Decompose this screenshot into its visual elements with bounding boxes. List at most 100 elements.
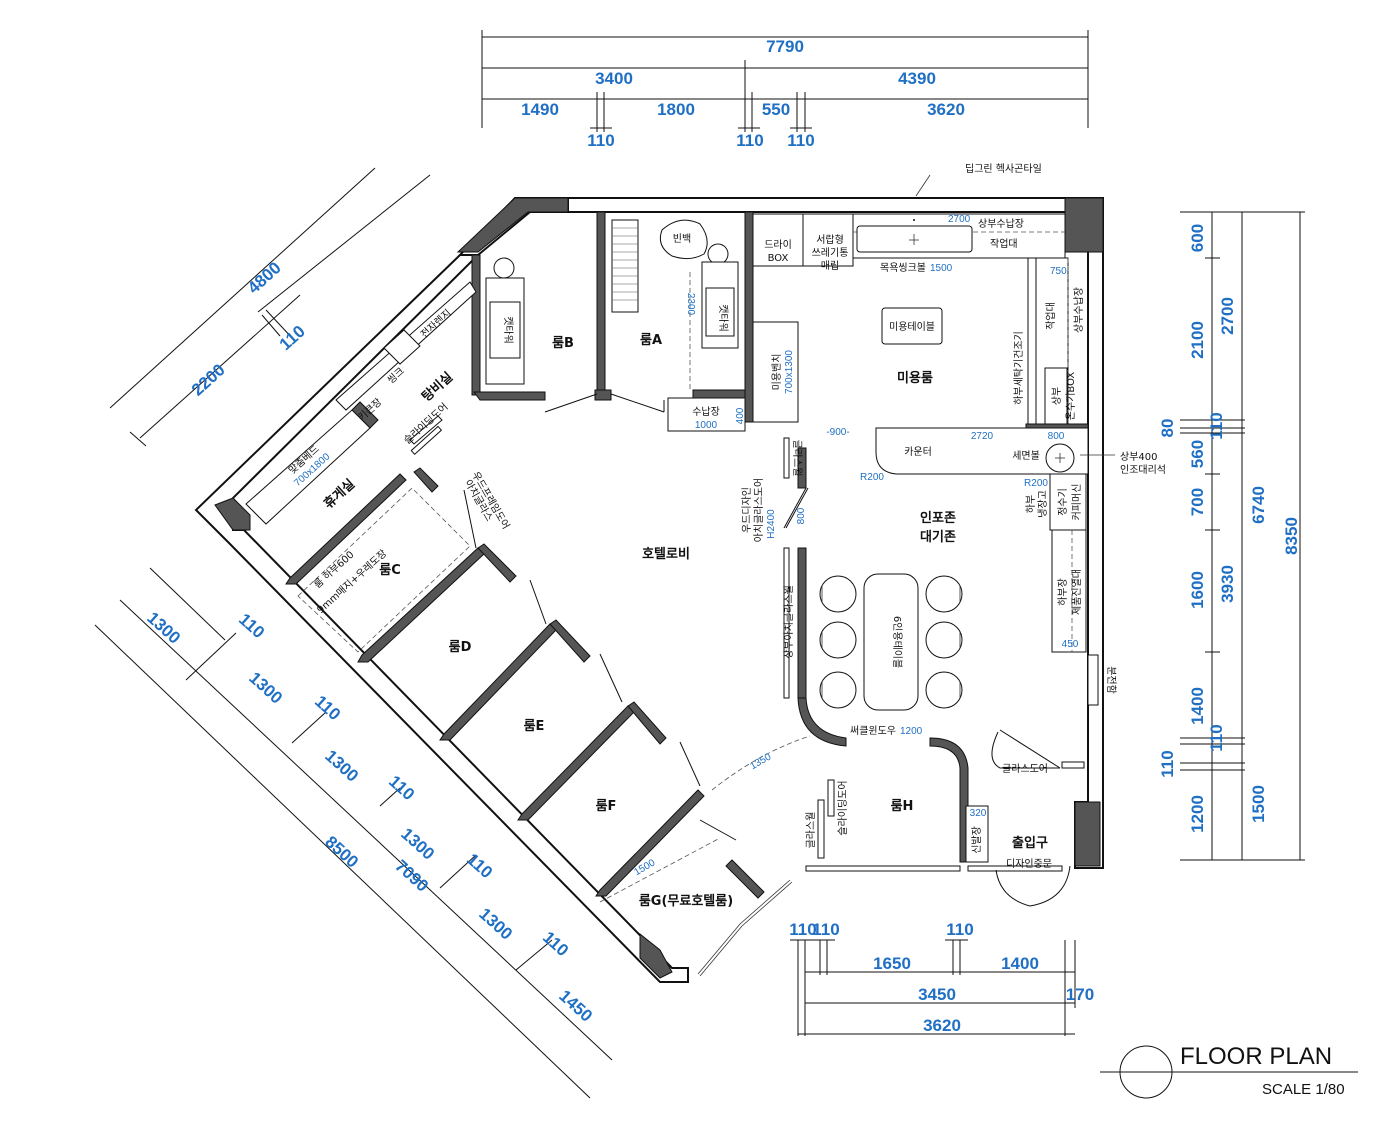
counter-furniture — [819, 427, 1099, 711]
label-cat-tower-b: 캣타워 — [502, 316, 515, 344]
dim-right-110a: 110 — [1158, 750, 1177, 777]
dim-right-8350: 8350 — [1282, 517, 1301, 555]
label-marble-1: 상부400 — [1120, 451, 1158, 463]
dim-top-b: 1800 — [657, 100, 695, 119]
interior-walls — [285, 211, 1089, 899]
dim-bottom-3450: 3450 — [918, 985, 956, 1004]
label-lobby: 호텔로비 — [642, 547, 690, 562]
dim-right-110b: 110 — [1207, 412, 1226, 439]
label-room-b: 룸B — [552, 335, 574, 351]
dim-right-6740: 6740 — [1249, 486, 1268, 524]
dim-right-1500: 1500 — [1249, 785, 1268, 823]
label-info-zone: 인포존 — [920, 510, 956, 526]
dim-ll-110c: 110 — [385, 772, 418, 804]
dim-top-e: 110 — [587, 131, 614, 150]
label-beanbag: 빈백 — [673, 233, 691, 245]
label-counter: 카운터 — [904, 446, 932, 458]
label-upper-storage-v: 상부수납장 — [1073, 287, 1085, 333]
label-dim-1350: 1350 — [748, 751, 773, 772]
dim-top-g: 110 — [787, 131, 814, 150]
label-dim-2300: 2300 — [685, 293, 696, 316]
label-room-d: 룸D — [449, 639, 472, 655]
dim-top-a: 1490 — [521, 100, 559, 119]
dim-ll-110e: 110 — [539, 928, 572, 960]
beauty-room-furniture — [667, 213, 1069, 432]
dim-bottom-110b: 110 — [812, 920, 839, 939]
label-beauty-bench-1: 미용벤치 — [771, 354, 783, 391]
dim-right-1200: 1200 — [1188, 795, 1207, 833]
dim-right-1400: 1400 — [1188, 687, 1207, 725]
exterior-walls — [194, 197, 1104, 983]
dim-ll-1450: 1450 — [555, 986, 596, 1025]
title-block: FLOOR PLAN SCALE 1/80 — [1100, 1043, 1358, 1099]
label-drawer-1: 서랍형 — [816, 233, 844, 246]
dim-right-2700: 2700 — [1218, 297, 1237, 335]
label-upper-box-2: 온수기BOX — [1065, 372, 1077, 421]
label-dim-800b: 800 — [796, 507, 807, 524]
label-circle-window-dim: 1200 — [900, 726, 923, 737]
label-shoe-2: 320 — [970, 808, 987, 819]
label-dim-450: 450 — [1062, 639, 1079, 650]
pantry-furniture — [245, 281, 477, 525]
label-waiting-zone: 대기존 — [920, 530, 956, 545]
dim-right-700: 700 — [1188, 488, 1207, 516]
dim-right-1600: 1600 — [1188, 571, 1207, 609]
dim-ll-8500: 8500 — [321, 832, 362, 871]
dim-ll-110b: 110 — [311, 692, 344, 724]
dim-bottom-110c: 110 — [946, 920, 973, 939]
label-dim-400: 400 — [735, 407, 746, 424]
dim-ll-1300b: 1300 — [245, 668, 286, 707]
label-room-a: 룸A — [640, 332, 662, 348]
dim-top-d: 3620 — [927, 100, 965, 119]
dim-right-560: 560 — [1188, 440, 1207, 468]
label-room-c: 룸C — [379, 562, 401, 578]
label-room-e: 룸E — [524, 718, 545, 734]
label-dry-box-1: 드라이 — [764, 239, 792, 251]
dim-bottom-1650: 1650 — [873, 954, 911, 973]
label-shoe-1: 신발장 — [971, 826, 983, 854]
label-display-2: 제품진열대 — [1071, 569, 1083, 615]
label-dim-2700: 2700 — [948, 214, 971, 225]
label-drawer-3: 매립 — [821, 259, 839, 272]
label-marble-2: 인조대리석 — [1120, 464, 1166, 476]
label-fridge-2: 냉장고 — [1037, 490, 1049, 518]
dim-top-f: 110 — [736, 131, 763, 150]
dim-right-2100: 2100 — [1188, 321, 1207, 359]
dim-right-3930: 3930 — [1218, 565, 1237, 603]
dim-ll-1300c: 1300 — [321, 746, 362, 785]
dim-bottom-3620: 3620 — [923, 1016, 961, 1035]
right-dimensions: 600 2100 80 560 700 1600 1400 110 1200 2… — [1158, 211, 1305, 861]
label-dim-900: -900- — [826, 427, 849, 438]
doors-and-glass — [410, 174, 1115, 977]
label-wood-door-1: 우드디자인 — [741, 487, 753, 533]
label-pantry: 탕비실 — [419, 369, 456, 405]
label-dim-750: 750 — [1050, 266, 1067, 277]
dim-diag-2200: 2200 — [188, 360, 229, 399]
label-room-g: 룸G(무료호텔룸) — [639, 893, 733, 909]
label-drawer-2: 쓰레기통 — [812, 247, 849, 259]
room-c-floor — [297, 487, 471, 653]
dim-bottom-110a: 110 — [789, 920, 816, 939]
label-beauty: 미용룸 — [897, 370, 933, 386]
room-ab-furniture — [485, 219, 739, 390]
dim-top-c: 550 — [762, 100, 790, 119]
label-water-2: 커피머신 — [1071, 484, 1083, 521]
dim-diag-110: 110 — [276, 322, 309, 354]
dim-diag-4800: 4800 — [244, 258, 285, 297]
dim-bottom-1400: 1400 — [1001, 954, 1039, 973]
label-upper-storage: 상부수납장 — [978, 218, 1024, 230]
label-dim-2720: 2720 — [971, 431, 994, 442]
label-lounge: 휴게실 — [321, 476, 358, 512]
label-washer: 하부세탁기건조기 — [1012, 331, 1025, 405]
label-beauty-bench-2: 700x1300 — [784, 350, 795, 394]
label-wood-door-2: 아치글라스도어 — [753, 478, 765, 542]
label-dry-box-2: BOX — [768, 253, 789, 264]
dim-right-80: 80 — [1158, 419, 1177, 438]
chairs — [819, 575, 963, 709]
label-wash-bowl: 세면볼 — [1012, 450, 1040, 462]
label-storage-a-2: 1000 — [695, 420, 718, 431]
label-circle-window: 써클윈도우 — [850, 725, 896, 737]
label-dist-panel: 분전함 — [1105, 666, 1117, 694]
top-dimensions: 7790 3400 4390 1490 1800 550 3620 110 11… — [481, 30, 1089, 150]
